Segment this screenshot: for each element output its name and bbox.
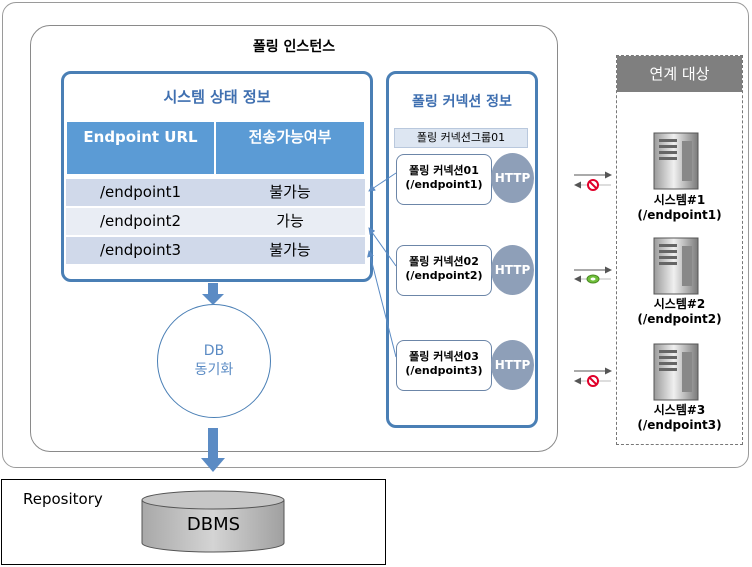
table-header-availability: 전송가능여부 [215,121,365,175]
repository-label: Repository [23,490,103,508]
connection-name: 폴링 커넥션03 [409,350,479,363]
polling-connection-02: 폴링 커넥션02 (/endpoint2) [396,245,492,296]
target-systems-header: 연계 대상 [617,56,742,92]
system-endpoint: (/endpoint3) [637,418,722,432]
http-badge: HTTP [491,245,534,295]
db-sync-circle: DB 동기화 [157,304,271,418]
connection-name: 폴링 커넥션02 [409,255,479,268]
link-indicator-system-3 [574,367,612,387]
polling-instance-title: 폴링 인스턴스 [252,39,336,55]
link-line-1 [368,172,397,192]
system-endpoint: (/endpoint1) [637,208,722,222]
availability-cell: 불가능 [269,183,311,201]
dbms-label: DBMS [186,514,241,535]
server-icon [653,132,699,190]
connection-name: 폴링 커넥션01 [409,164,479,177]
table-header-endpoint-url: Endpoint URL [66,121,215,175]
system-status-title: 시스템 상태 정보 [163,88,271,106]
server-icon [653,343,699,401]
down-arrow-to-repository [201,428,225,472]
db-sync-line1: DB [203,343,225,359]
endpoint-url-cell: /endpoint3 [99,241,182,259]
polling-connection-title: 폴링 커넥션 정보 [412,94,512,110]
link-line-3 [367,250,397,358]
db-sync-line2: 동기화 [194,362,234,378]
connection-link-lines [367,172,397,358]
link-indicator-system-1 [574,171,612,191]
table-row: /endpoint1 불가능 [66,179,365,206]
connection-endpoint: (/endpoint1) [405,178,483,191]
http-badge: HTTP [491,340,534,390]
table-row: /endpoint3 불가능 [66,237,365,264]
availability-cell: 가능 [276,212,304,230]
system-2-label: 시스템#2 (/endpoint2) [616,297,743,327]
server-icon [653,237,699,295]
endpoint-url-cell: /endpoint1 [99,183,182,201]
system-1-label: 시스템#1 (/endpoint1) [616,193,743,223]
system-3-label: 시스템#3 (/endpoint3) [616,403,743,433]
down-arrow-to-db-sync [202,283,224,305]
system-name: 시스템#2 [653,297,706,311]
polling-connection-03: 폴링 커넥션03 (/endpoint3) [396,340,492,391]
system-name: 시스템#3 [653,403,706,417]
endpoint-url-cell: /endpoint2 [99,212,182,230]
link-indicator-system-2 [574,266,612,284]
table-row: /endpoint2 가능 [66,208,365,235]
availability-cell: 불가능 [269,241,311,259]
http-badge: HTTP [491,153,534,203]
database-icon [141,490,285,553]
system-name: 시스템#1 [653,193,706,207]
connection-endpoint: (/endpoint3) [405,364,483,377]
connection-endpoint: (/endpoint2) [405,269,483,282]
link-line-2 [368,227,397,267]
system-endpoint: (/endpoint2) [637,312,722,326]
polling-connection-01: 폴링 커넥션01 (/endpoint1) [396,154,492,205]
connection-group-label: 폴링 커넥션그룹01 [394,128,528,148]
